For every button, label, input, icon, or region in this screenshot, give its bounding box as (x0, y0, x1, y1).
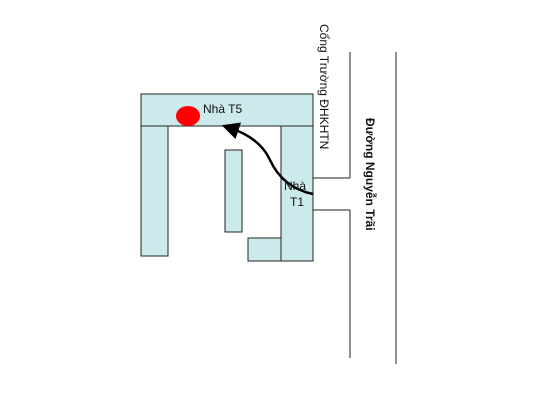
campus-buildings (140, 93, 314, 262)
destination-marker-icon (176, 106, 200, 126)
building-t5-wing[interactable] (140, 93, 314, 127)
route-arrow (221, 122, 314, 196)
roads (313, 52, 397, 364)
label-building-t1-line2: T1 (290, 195, 304, 209)
label-gate: Cổng Trường ĐHKHTN (317, 24, 331, 149)
label-street: Đường Nguyễn Trãi (363, 118, 378, 231)
building-annex[interactable] (247, 237, 282, 262)
building-left-wing[interactable] (140, 125, 169, 257)
label-building-t5: Nhà T5 (203, 102, 242, 116)
building-middle[interactable] (224, 149, 243, 233)
label-building-t1-line1: Nhà (284, 179, 306, 193)
